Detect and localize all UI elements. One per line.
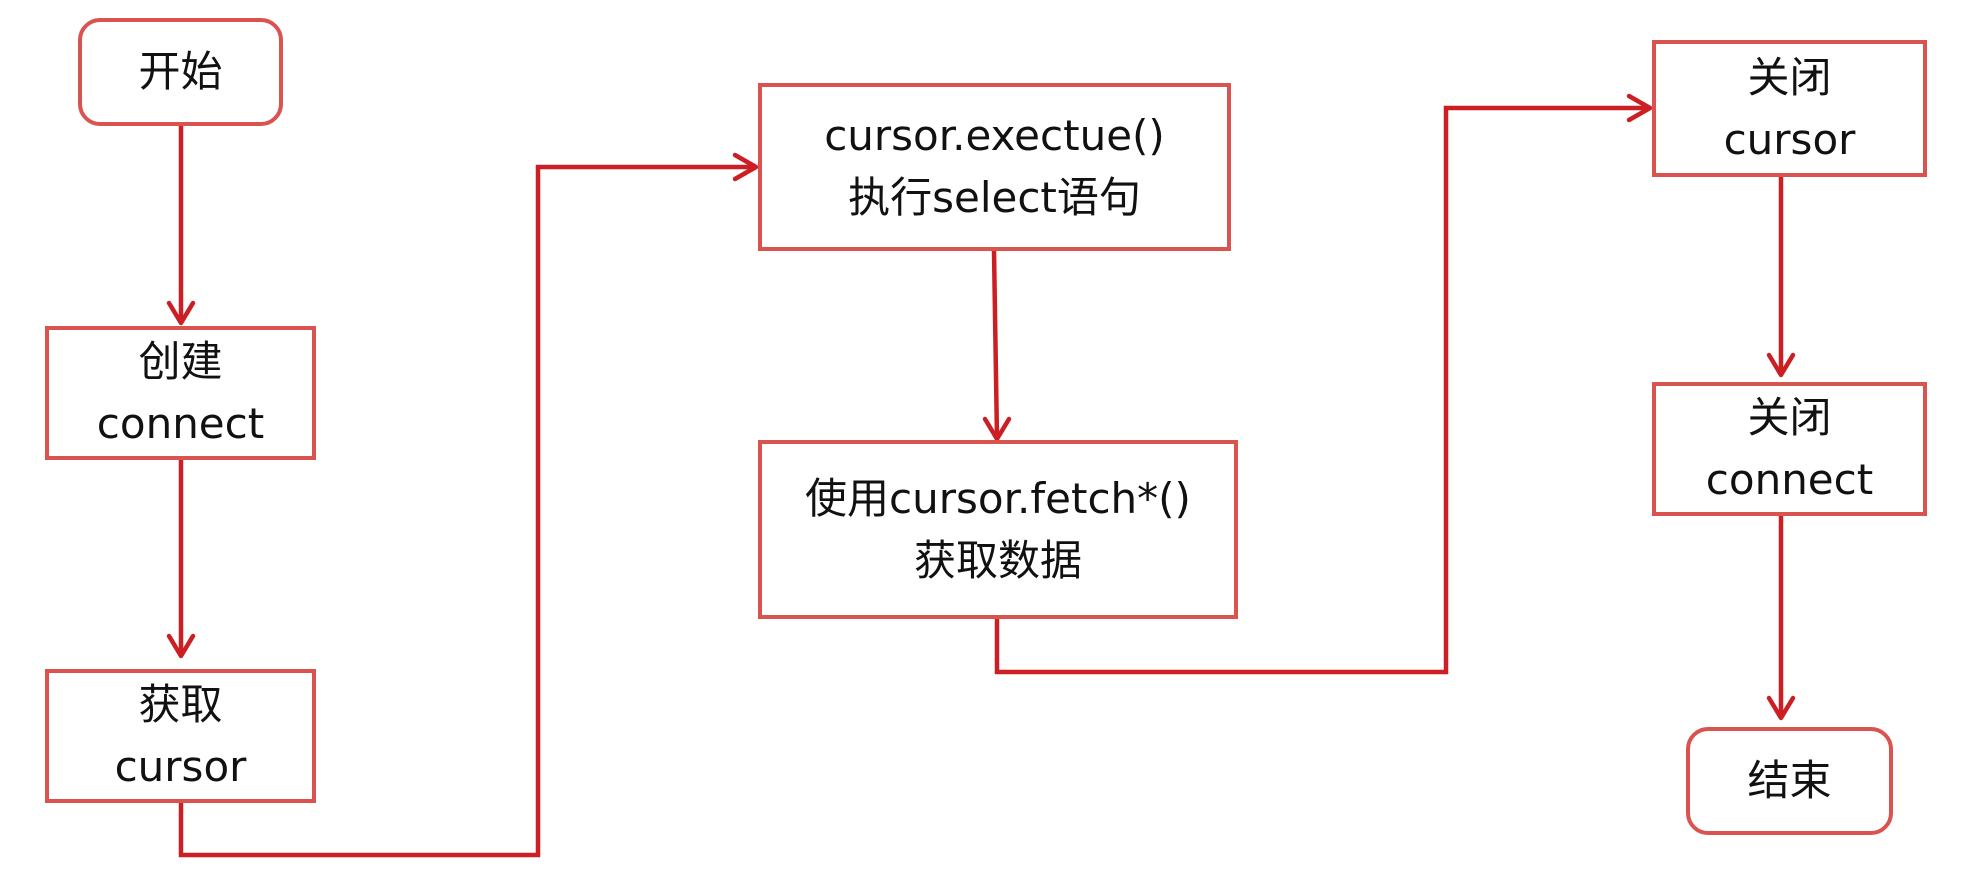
create-connect-node: 创建 connect <box>45 326 316 460</box>
fetch-line-1: 使用cursor.fetch*() <box>805 473 1191 523</box>
fetch-line-2: 获取数据 <box>913 535 1082 585</box>
end-node: 结束 <box>1686 727 1893 835</box>
arrowhead-close-connect <box>1766 352 1796 378</box>
close-connect-line-2: connect <box>1705 455 1874 504</box>
close-cursor-line-1: 关闭 <box>1747 52 1832 102</box>
arrowhead-get-cursor <box>166 633 196 659</box>
edge-execute-to-fetch <box>991 250 1000 439</box>
fetch-node: 使用cursor.fetch*() 获取数据 <box>758 440 1238 619</box>
start-node: 开始 <box>78 18 283 126</box>
execute-line-1: cursor.exectue() <box>824 111 1165 160</box>
close-cursor-line-2: cursor <box>1723 114 1856 164</box>
end-node-label: 结束 <box>1747 756 1832 805</box>
arrowhead-close-cursor <box>1626 93 1653 123</box>
arrowhead-execute <box>732 152 759 182</box>
close-cursor-node: 关闭 cursor <box>1652 40 1927 177</box>
get-cursor-line-1: 获取 <box>138 680 223 729</box>
close-connect-node: 关闭 connect <box>1652 382 1927 516</box>
execute-node: cursor.exectue() 执行select语句 <box>758 83 1231 251</box>
get-cursor-line-2: cursor <box>114 742 247 791</box>
arrowhead-fetch <box>982 416 1012 442</box>
arrowhead-create-connect <box>166 300 196 326</box>
start-node-label: 开始 <box>138 47 223 96</box>
edge-get-cursor-to-execute <box>178 164 755 858</box>
create-connect-line-2: connect <box>96 399 265 448</box>
close-connect-line-1: 关闭 <box>1747 393 1832 442</box>
create-connect-line-1: 创建 <box>138 337 223 386</box>
get-cursor-node: 获取 cursor <box>45 669 316 803</box>
execute-line-2: 执行select语句 <box>848 173 1141 222</box>
arrowhead-end <box>1766 695 1796 721</box>
edge-fetch-to-close-cursor <box>994 105 1649 675</box>
